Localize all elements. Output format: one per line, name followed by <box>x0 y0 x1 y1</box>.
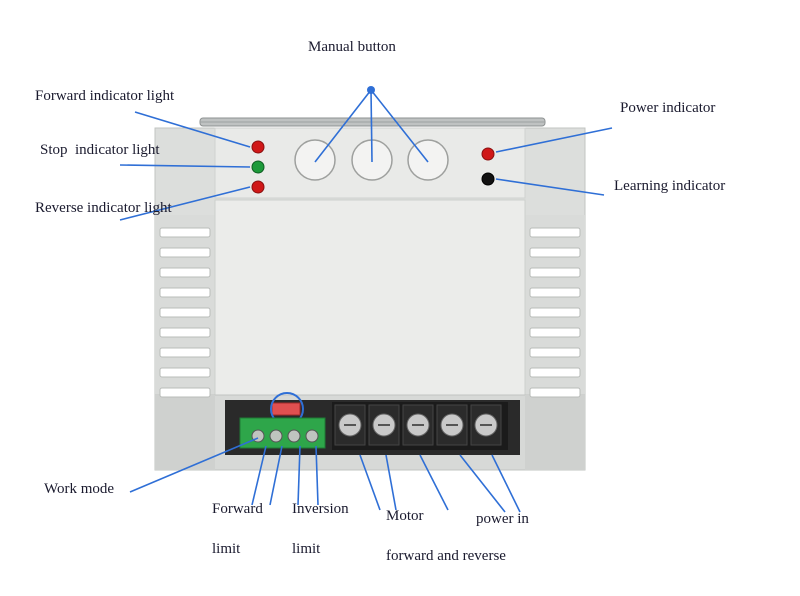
power-indicator-led <box>481 147 495 161</box>
callout-line <box>119 186 251 221</box>
vent-slot <box>529 247 581 258</box>
callout-line <box>134 111 251 148</box>
callout-line <box>495 178 605 196</box>
label-power-in: power in <box>476 511 529 527</box>
stop-indicator-led <box>251 160 265 174</box>
callout-line <box>419 454 449 511</box>
manual-button-1[interactable] <box>294 139 336 181</box>
label-inversion-limit-line1: Inversion <box>292 501 349 517</box>
label-motor: Motor <box>386 508 424 524</box>
label-forward-limit-line1: Forward <box>212 501 263 517</box>
callout-line <box>251 445 267 506</box>
callout-line <box>129 437 259 493</box>
label-learning-indicator: Learning indicator <box>614 178 726 194</box>
vent-slot <box>159 367 211 378</box>
callout-line <box>495 127 613 153</box>
vent-slot <box>529 327 581 338</box>
vent-slot <box>159 307 211 318</box>
label-stop-indicator-light: Stop indicator light <box>40 142 160 158</box>
learning-indicator-led <box>481 172 495 186</box>
vent-slot <box>159 347 211 358</box>
callout-line <box>385 454 397 511</box>
vent-slot <box>529 347 581 358</box>
vent-slot <box>529 287 581 298</box>
callout-line <box>119 164 251 168</box>
vent-slot <box>529 387 581 398</box>
label-reverse-indicator-light: Reverse indicator light <box>35 200 172 216</box>
terminal-screws <box>334 404 502 446</box>
vent-slots-right <box>529 227 581 398</box>
label-inversion-limit-line2: limit <box>292 541 321 557</box>
vent-slot <box>529 367 581 378</box>
vent-slot <box>529 307 581 318</box>
vent-slots-left <box>159 227 211 398</box>
callout-lines <box>119 89 613 513</box>
callout-line <box>297 445 301 506</box>
terminal-area <box>225 392 520 455</box>
manual-button-callout-dot <box>367 86 375 94</box>
callout-line <box>370 89 373 163</box>
indicator-leds <box>251 140 495 194</box>
callout-line <box>491 454 521 513</box>
reverse-indicator-led <box>251 180 265 194</box>
callout-line <box>459 454 506 513</box>
vent-slot <box>159 267 211 278</box>
vent-slot <box>159 387 211 398</box>
antenna <box>199 117 546 127</box>
callout-line <box>370 89 429 163</box>
label-forward-limit-line2: limit <box>212 541 241 557</box>
label-manual-button: Manual button <box>308 39 396 55</box>
callout-line <box>359 454 381 511</box>
vent-slot <box>529 227 581 238</box>
callout-line <box>269 445 283 506</box>
vent-slot <box>159 327 211 338</box>
forward-indicator-led <box>251 140 265 154</box>
vent-slot <box>159 227 211 238</box>
label-forward-and-reverse: forward and reverse <box>386 548 506 564</box>
manual-button-3[interactable] <box>407 139 449 181</box>
callout-line <box>315 445 319 506</box>
vent-slot <box>159 247 211 258</box>
label-forward-indicator-light: Forward indicator light <box>35 88 175 104</box>
callout-line <box>314 89 372 163</box>
label-work-mode: Work mode <box>44 481 115 497</box>
work-mode-dip-switch[interactable] <box>271 402 301 416</box>
vent-slot <box>159 287 211 298</box>
label-power-indicator: Power indicator <box>620 100 716 116</box>
vent-slot <box>529 267 581 278</box>
